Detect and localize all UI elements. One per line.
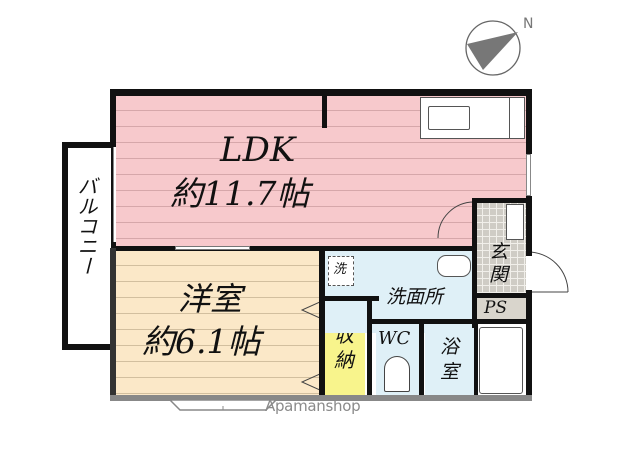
fridge-space bbox=[509, 97, 525, 139]
bathtub bbox=[479, 327, 523, 394]
toilet-fixture bbox=[384, 356, 410, 392]
wall-western-right bbox=[319, 250, 325, 396]
ldk-size: 約11.7帖 bbox=[170, 174, 310, 213]
room-western bbox=[116, 250, 320, 396]
room-bath bbox=[425, 324, 475, 396]
western-name: 洋室 bbox=[178, 280, 243, 318]
washer-label: 洗 bbox=[333, 262, 347, 277]
door-swing-icon bbox=[437, 201, 475, 240]
ps-label: PS bbox=[484, 298, 508, 318]
wall-right-lower bbox=[526, 290, 532, 396]
entrance-label-1: 玄 bbox=[489, 241, 509, 263]
bay-window bbox=[168, 399, 278, 411]
north-label: N bbox=[523, 16, 534, 32]
bath-label-1: 浴 bbox=[440, 336, 460, 358]
compass-icon bbox=[465, 20, 521, 76]
washroom-label: 洗面所 bbox=[386, 286, 444, 308]
wall-top bbox=[110, 89, 532, 96]
shoe-cabinet bbox=[506, 204, 524, 240]
wash-basin bbox=[437, 255, 471, 277]
entrance-label-2: 関 bbox=[489, 264, 509, 286]
kitchen-window bbox=[526, 154, 531, 196]
wall-ps-bottom bbox=[472, 319, 530, 324]
wall-wc-bath bbox=[419, 319, 424, 396]
wall-bottom bbox=[110, 395, 532, 401]
wall-right-upper bbox=[526, 89, 532, 154]
balcony: バルコニー bbox=[62, 142, 117, 350]
room-entrance bbox=[476, 202, 526, 294]
wall-ps-top bbox=[472, 293, 530, 298]
wall-storage-top bbox=[319, 296, 379, 301]
storage-label-2: 納 bbox=[334, 348, 354, 372]
western-size: 約6.1帖 bbox=[142, 322, 261, 361]
wall-left-lower bbox=[110, 248, 116, 396]
wall-entrance-left bbox=[472, 198, 477, 328]
wall-partition-ldk bbox=[322, 92, 327, 128]
kitchen-sink bbox=[428, 106, 470, 130]
wall-left bbox=[110, 89, 116, 147]
wall-storage-right bbox=[367, 296, 372, 396]
ldk-name: LDK bbox=[220, 130, 296, 170]
bath-label-2: 室 bbox=[440, 361, 460, 383]
interior-window bbox=[175, 246, 250, 250]
watermark: Apamanshop bbox=[265, 397, 361, 415]
closet-door-icon bbox=[300, 301, 320, 391]
wall-entrance-top bbox=[472, 198, 530, 203]
balcony-label: バルコニー bbox=[74, 176, 98, 276]
wall-bath-tub bbox=[474, 319, 478, 396]
front-door-icon bbox=[528, 251, 569, 293]
pipe-space: PS bbox=[476, 298, 526, 320]
toilet-label: WC bbox=[378, 328, 411, 349]
wall-ldk-bottom bbox=[116, 246, 476, 251]
wall-right-mid bbox=[526, 196, 532, 256]
compass: N bbox=[465, 16, 545, 78]
washer-space: 洗 bbox=[328, 256, 354, 286]
